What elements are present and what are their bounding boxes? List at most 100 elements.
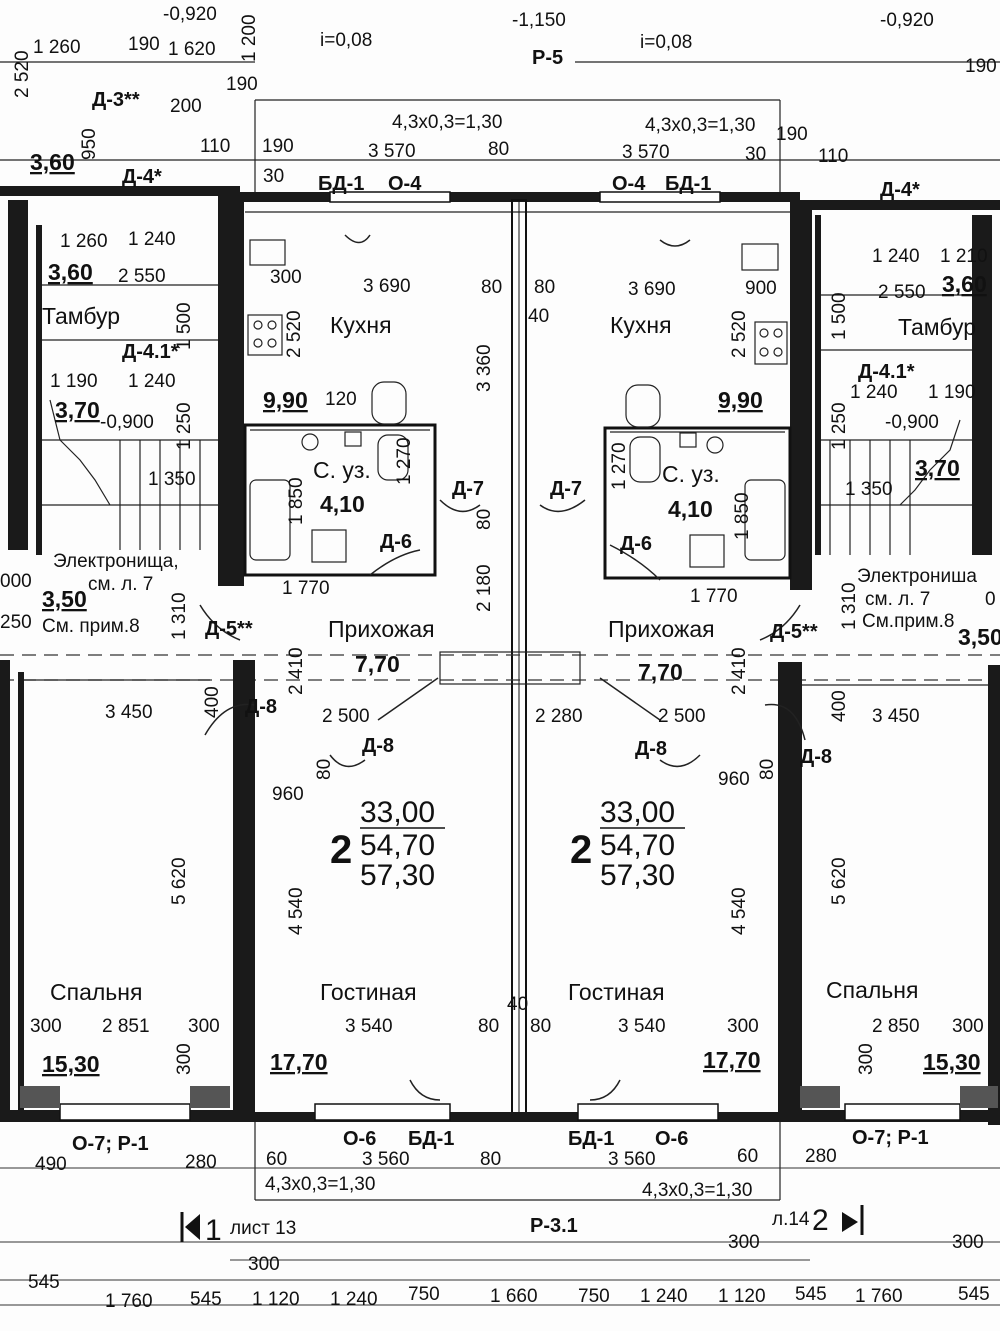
apt-right-total: 54,70 (600, 829, 675, 862)
dim-300-d: 300 (188, 1016, 220, 1037)
bath-right-area: 4,10 (668, 496, 713, 522)
dim-2410-left: 2 410 (286, 647, 307, 695)
dim-190-e: 190 (965, 56, 997, 77)
dim-2550-left: 2 550 (118, 266, 166, 287)
hall-left-area: 7,70 (355, 651, 400, 677)
mark-o6-right: О-6 (655, 1128, 688, 1150)
dim-1350-right: 1 350 (845, 479, 893, 500)
dim-750-right: 750 (578, 1286, 610, 1307)
mark-p5: Р-5 (532, 47, 563, 69)
mark-bd1-top-left: БД-1 (318, 173, 364, 195)
section-right-sheet: л.14 (772, 1209, 810, 1230)
dimensions: 1 260 190 1 620 1 200 190 200 110 190 30… (0, 14, 997, 1312)
dim-110-a: 110 (200, 136, 230, 157)
apt-left-total-balcony: 57,30 (360, 859, 435, 892)
living-left-label: Гостиная (320, 979, 417, 1005)
dim-300-e: 300 (727, 1016, 759, 1037)
electric-right-label: Электрониша (857, 566, 977, 587)
level-top-right: -0,920 (880, 10, 934, 31)
apt-right-living: 33,00 (600, 796, 675, 829)
mark-bd1-bottom-right: БД-1 (568, 1128, 614, 1150)
dim-300-h: 300 (856, 1043, 877, 1075)
dim-80-d: 80 (314, 759, 335, 780)
dim-3570-right: 3 570 (622, 142, 670, 163)
bedroom-right-label: Спальня (826, 977, 918, 1003)
electric-left-label: Электронища, (53, 551, 179, 572)
mark-d8-right-1: Д-8 (635, 738, 667, 760)
dim-1240-b: 1 240 (872, 246, 920, 267)
element-marks: БД-1 О-4 О-4 БД-1 О-6 БД-1 БД-1 О-6 О-7;… (72, 47, 929, 1237)
section-markers: 1 лист 13 л.14 2 (180, 1204, 864, 1247)
mark-d3: Д-3** (92, 89, 140, 111)
dim-3690-right: 3 690 (628, 279, 676, 300)
dim-1240-e: 1 240 (330, 1289, 378, 1310)
dim-1190-left: 1 190 (50, 371, 98, 392)
dim-950: 950 (79, 128, 100, 160)
dim-2850: 2 850 (872, 1016, 920, 1037)
room-labels: Кухня 9,90 Кухня 9,90 С. уз. 4,10 С. уз.… (42, 259, 1000, 1077)
dim-2550-right: 2 550 (878, 282, 926, 303)
dim-1850-right: 1 850 (732, 492, 753, 540)
stair-left-area: 3,70 (55, 397, 100, 423)
section-right-num: 2 (812, 1204, 829, 1237)
dim-3450-right: 3 450 (872, 706, 920, 727)
dim-545-a: 545 (28, 1272, 60, 1293)
dim-2280: 2 280 (535, 706, 583, 727)
apt-right-total-balcony: 57,30 (600, 859, 675, 892)
level-top-left: -0,920 (163, 4, 217, 25)
hall-right-area: 7,70 (638, 659, 683, 685)
mark-o7p1-left: О-7; Р-1 (72, 1133, 149, 1155)
hall-right-label: Прихожая (608, 616, 715, 642)
dim-190-b: 190 (226, 74, 258, 95)
electric-right-ref: см. л. 7 (865, 589, 930, 610)
dim-1770-right: 1 770 (690, 586, 738, 607)
dim-1760-right: 1 760 (855, 1286, 903, 1307)
electric-left-area: 3,50 (42, 586, 87, 612)
bath-left-area: 4,10 (320, 491, 365, 517)
dim-80-e: 80 (757, 759, 778, 780)
dim-1760-left: 1 760 (105, 1291, 153, 1312)
apt-left-living: 33,00 (360, 796, 435, 829)
living-right-area: 17,70 (703, 1047, 761, 1073)
door-swings (199, 234, 806, 1101)
dim-250: 250 (0, 612, 32, 633)
dim-280-right: 280 (805, 1146, 837, 1167)
slope-left: i=0,08 (320, 30, 372, 51)
mark-o7p1-right: О-7; Р-1 (852, 1127, 929, 1149)
dim-3540-right: 3 540 (618, 1016, 666, 1037)
mark-d6-left: Д-6 (380, 531, 412, 553)
dim-2851: 2 851 (102, 1016, 150, 1037)
mark-d4-right: Д-4* (880, 179, 920, 201)
mark-d8-left-1: Д-8 (245, 696, 277, 718)
dim-190-a: 190 (128, 34, 160, 55)
dim-2520-b: 2 520 (284, 310, 305, 358)
dim-0: 0 (985, 589, 996, 610)
dim-30-a: 30 (263, 166, 284, 187)
dim-3360: 3 360 (474, 344, 495, 392)
kitchen-left-area: 9,90 (263, 387, 308, 413)
dim-1500-right: 1 500 (829, 292, 850, 340)
dim-1620: 1 620 (168, 39, 216, 60)
dim-80-g: 80 (530, 1016, 551, 1037)
dim-960-left: 960 (272, 784, 304, 805)
balcony-top-right: 4,3х0,3=1,30 (645, 115, 755, 136)
dim-300-g: 300 (174, 1043, 195, 1075)
vestibule-right-label: Тамбур (898, 314, 976, 340)
bath-right-label: С. уз. (662, 461, 720, 487)
kitchen-right-label: Кухня (610, 312, 672, 338)
dim-80-h: 80 (480, 1149, 501, 1170)
stair-right-area: 3,70 (915, 455, 960, 481)
bedroom-left-area: 15,30 (42, 1051, 100, 1077)
dim-2410-right: 2 410 (729, 647, 750, 695)
mark-p31: Р-3.1 (530, 1215, 578, 1237)
dim-280-left: 280 (185, 1152, 217, 1173)
dim-300-i: 300 (248, 1254, 280, 1275)
dim-400-right: 400 (829, 690, 850, 722)
dim-490: 490 (35, 1154, 67, 1175)
vestibule-left-area: 3,60 (48, 259, 93, 285)
dim-1240-a: 1 240 (128, 229, 176, 250)
dim-1260-top: 1 260 (33, 37, 81, 58)
dim-80-top-left: 80 (488, 139, 509, 160)
bedroom-right-area: 15,30 (923, 1049, 981, 1075)
dim-000: 000 (0, 571, 32, 592)
